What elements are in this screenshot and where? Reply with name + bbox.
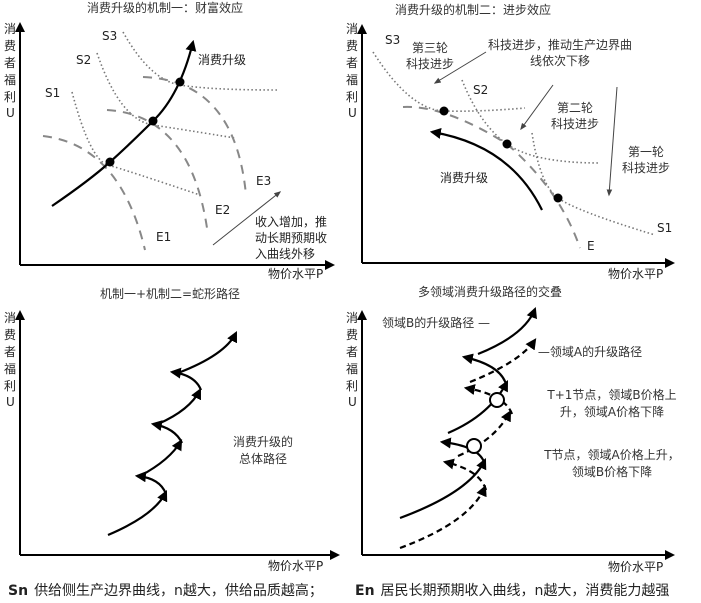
svg-text:利: 利	[4, 379, 16, 393]
svg-text:U: U	[6, 395, 15, 409]
svg-text:U: U	[6, 106, 15, 120]
svg-text:S3: S3	[385, 33, 400, 47]
svg-text:消费升级: 消费升级	[198, 53, 246, 67]
svg-text:科技进步: 科技进步	[622, 161, 670, 175]
svg-text:动长期预期收: 动长期预期收	[255, 231, 327, 245]
svg-text:S1: S1	[657, 221, 672, 235]
svg-text:消费升级: 消费升级	[440, 171, 488, 185]
svg-text:消费升级的: 消费升级的	[233, 434, 293, 449]
svg-text:第二轮: 第二轮	[557, 101, 593, 115]
snake-path	[107, 331, 237, 537]
curve-e1	[42, 135, 146, 251]
svg-text:第一轮: 第一轮	[628, 145, 664, 159]
svg-text:者: 者	[4, 56, 16, 70]
panel4-title: 多领域消费升级路径的交叠	[418, 284, 562, 299]
curve-s2	[96, 52, 236, 139]
x-axis-label: 物价水平P	[268, 267, 323, 281]
svg-text:费: 费	[4, 328, 16, 342]
svg-text:科技进步，推动生产边界曲: 科技进步，推动生产边界曲	[488, 38, 632, 52]
svg-text:S2: S2	[76, 53, 91, 67]
svg-text:消: 消	[346, 311, 358, 325]
svg-text:T+1节点，领域B价格上: T+1节点，领域B价格上	[546, 387, 676, 402]
svg-text:U: U	[348, 106, 357, 120]
upgrade-path	[429, 128, 543, 211]
panel3-title: 机制一+机制二=蛇形路径	[100, 286, 240, 301]
svg-text:E1: E1	[156, 230, 171, 244]
svg-text:消: 消	[346, 22, 358, 36]
svg-text:T节点，领域A价格上升，: T节点，领域A价格上升，	[543, 447, 680, 462]
svg-text:收入增加，推: 收入增加，推	[255, 215, 327, 229]
svg-text:S1: S1	[45, 86, 60, 100]
svg-text:线依次下移: 线依次下移	[530, 53, 590, 68]
svg-text:者: 者	[4, 345, 16, 359]
svg-text:费: 费	[4, 39, 16, 53]
svg-text:费: 费	[346, 39, 358, 53]
svg-text:福: 福	[4, 361, 16, 376]
svg-text:福: 福	[346, 361, 358, 376]
svg-text:升，领域A价格下降: 升，领域A价格下降	[560, 404, 664, 419]
svg-text:利: 利	[346, 90, 358, 104]
path-domain-b	[399, 306, 537, 520]
svg-text:U: U	[348, 395, 357, 409]
svg-text:物价水平P: 物价水平P	[608, 560, 663, 574]
svg-text:费: 费	[346, 328, 358, 342]
svg-text:S2: S2	[473, 83, 488, 97]
curve-e2	[106, 109, 208, 229]
svg-text:消: 消	[4, 311, 16, 325]
panel2-title: 消费升级的机制二：进步效应	[395, 2, 551, 17]
svg-text:利: 利	[346, 379, 358, 393]
svg-text:福: 福	[4, 72, 16, 87]
svg-text:E: E	[587, 239, 595, 253]
svg-text:E3: E3	[256, 174, 271, 188]
svg-text:领域B价格下降: 领域B价格下降	[572, 464, 652, 479]
curve-s2	[461, 79, 601, 164]
svg-text:物价水平P: 物价水平P	[608, 267, 663, 281]
svg-text:领域B的升级路径 —: 领域B的升级路径 —	[382, 315, 490, 330]
panel1-title: 消费升级的机制一：财富效应	[87, 0, 243, 15]
curve-s1	[71, 91, 201, 196]
svg-text:S3: S3	[102, 29, 117, 43]
svg-text:入曲线外移: 入曲线外移	[255, 247, 315, 261]
svg-text:—领域A的升级路径: —领域A的升级路径	[538, 344, 642, 359]
svg-text:利: 利	[4, 90, 16, 104]
svg-text:科技进步: 科技进步	[406, 57, 454, 71]
svg-text:者: 者	[346, 56, 358, 70]
curve-s3	[372, 51, 526, 112]
upgrade-path	[51, 39, 197, 207]
svg-text:总体路径: 总体路径	[239, 451, 287, 466]
curve-e3	[142, 76, 247, 196]
svg-text:E2: E2	[215, 203, 230, 217]
svg-text:者: 者	[346, 345, 358, 359]
svg-text:物价水平P: 物价水平P	[268, 559, 323, 573]
svg-text:消: 消	[4, 22, 16, 36]
svg-text:福: 福	[346, 72, 358, 87]
svg-text:第三轮: 第三轮	[412, 41, 448, 55]
svg-text:科技进步: 科技进步	[551, 117, 599, 131]
